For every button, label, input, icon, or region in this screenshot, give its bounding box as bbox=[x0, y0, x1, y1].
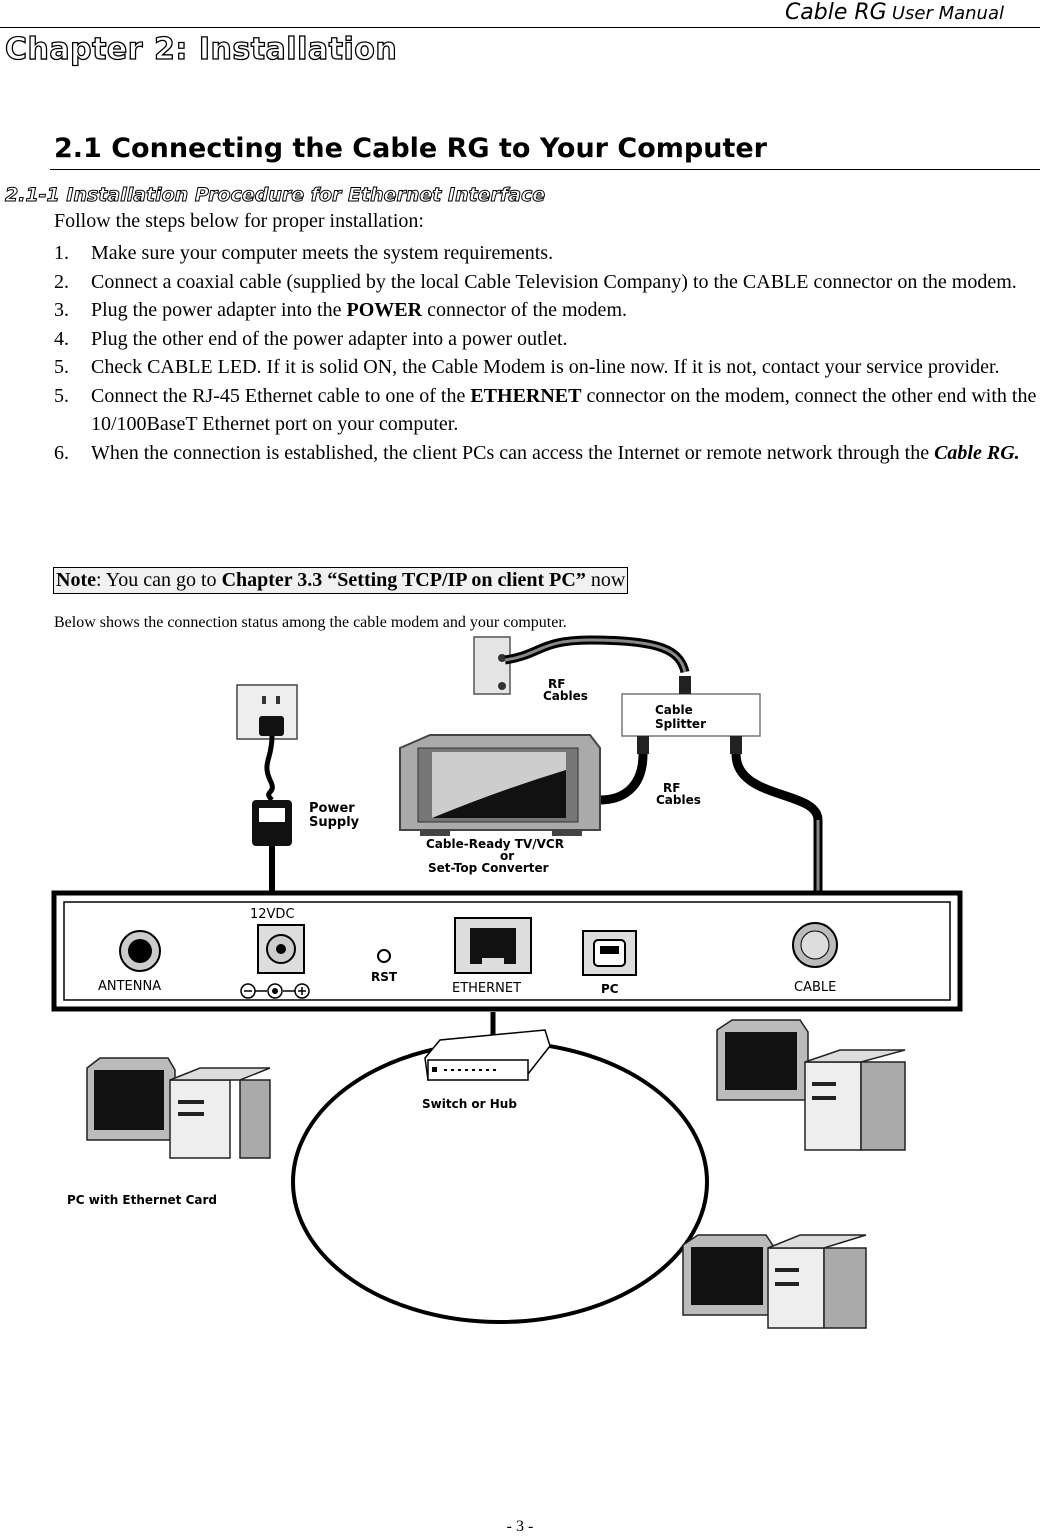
pc-with-ethernet-label: PC with Ethernet Card bbox=[67, 1193, 217, 1207]
switch-label: Switch or Hub bbox=[422, 1097, 517, 1111]
step-item: 4. Plug the other end of the power adapte… bbox=[54, 325, 1040, 354]
rf-cables-bottom-label: Cables bbox=[656, 793, 701, 807]
section-title: 2.1 Connecting the Cable RG to Your Comp… bbox=[54, 133, 767, 164]
step-number: 6. bbox=[54, 441, 69, 464]
pc-icon bbox=[716, 1019, 906, 1151]
step-number: 5. bbox=[54, 356, 69, 378]
power-outlet bbox=[236, 684, 298, 740]
pc-usb-port bbox=[582, 930, 637, 976]
note-text: : You can go to bbox=[95, 569, 222, 591]
rf-cable-modem bbox=[731, 753, 823, 893]
switch-hub bbox=[424, 1029, 551, 1081]
tv-label: or bbox=[500, 849, 514, 863]
cable-splitter: Cable Splitter bbox=[621, 676, 761, 754]
step-number: 1. bbox=[54, 242, 69, 264]
step-text: Check CABLE LED. If it is solid ON, the … bbox=[91, 356, 1000, 378]
note-box: Note: You can go to Chapter 3.3 “Setting… bbox=[53, 567, 629, 594]
rf-cables-top-label: RF bbox=[548, 677, 565, 691]
step-emphasis: POWER bbox=[346, 299, 423, 321]
chapter-title: Chapter 2: Installation bbox=[4, 31, 398, 67]
step-number: 2. bbox=[54, 270, 69, 293]
step-number: 3. bbox=[54, 299, 69, 321]
pc-icon bbox=[682, 1234, 867, 1329]
step-item: 5. Connect the RJ-45 Ethernet cable to on… bbox=[54, 382, 1040, 439]
step-emphasis: ETHERNET bbox=[470, 384, 582, 407]
note-suffix: now bbox=[585, 569, 626, 591]
cable-port-label: CABLE bbox=[794, 980, 836, 995]
step-text: connector on the modem, connect the othe… bbox=[91, 384, 1037, 436]
tv-label: Cable-Ready TV/VCR bbox=[426, 837, 564, 851]
step-text: Make sure your computer meets the system… bbox=[91, 242, 554, 264]
cable-splitter-label: Cable bbox=[655, 703, 693, 717]
pc-port-label: PC bbox=[601, 982, 619, 996]
steps-list: 1. Make sure your computer meets the syst… bbox=[54, 239, 1040, 467]
page-number: - 3 - bbox=[506, 1518, 534, 1535]
polarity-icon bbox=[240, 983, 310, 999]
step-number: 4. bbox=[54, 327, 69, 350]
antenna-label: ANTENNA bbox=[98, 979, 161, 994]
network-ring bbox=[291, 1040, 709, 1324]
step-text: When the connection is established, the … bbox=[91, 441, 935, 464]
power-supply-label: Supply bbox=[309, 815, 360, 830]
cable-splitter-label: Splitter bbox=[655, 717, 706, 731]
intro-text: Follow the steps below for proper instal… bbox=[54, 210, 424, 232]
rf-cable-top bbox=[504, 635, 690, 674]
step-item: 5. Check CABLE LED. If it is solid ON, th… bbox=[54, 353, 1040, 382]
power-port bbox=[257, 924, 305, 974]
wall-rf-outlet bbox=[473, 636, 511, 695]
power-supply-label: Power bbox=[309, 801, 355, 816]
ethernet-label: ETHERNET bbox=[452, 981, 521, 996]
page-header: Cable RG User Manual bbox=[0, 0, 1040, 28]
note-chapter-reference: Chapter 3.3 “Setting TCP/IP on client PC… bbox=[221, 569, 586, 591]
rst-label: RST bbox=[371, 970, 398, 984]
step-item: 3.Plug the power adapter into the POWER … bbox=[54, 296, 1040, 325]
power-adapter bbox=[252, 800, 292, 846]
step-text: Connect a coaxial cable (supplied by the… bbox=[91, 270, 1017, 293]
diagram-caption: Below shows the connection status among … bbox=[54, 614, 567, 631]
section-divider bbox=[50, 169, 1040, 170]
antenna-port bbox=[119, 930, 161, 972]
pc-icon bbox=[86, 1057, 271, 1159]
rf-cables-top-label: Cables bbox=[543, 689, 588, 703]
step-text: Plug the other end of the power adapter … bbox=[91, 327, 568, 350]
ethernet-port bbox=[454, 917, 532, 974]
tv-set bbox=[399, 734, 601, 836]
subsection-title: 2.1-1 Installation Procedure for Etherne… bbox=[4, 184, 546, 207]
header-subtitle: User Manual bbox=[891, 3, 1004, 24]
power-cord-top bbox=[264, 735, 275, 802]
rf-cables-bottom-label: RF bbox=[663, 781, 680, 795]
cable-port bbox=[792, 922, 838, 968]
reset-button-icon bbox=[377, 949, 391, 963]
step-item: 1. Make sure your computer meets the syst… bbox=[54, 239, 1040, 268]
step-text: Plug the power adapter into the bbox=[91, 299, 347, 321]
note-label: Note bbox=[56, 569, 96, 591]
step-number: 5. bbox=[54, 384, 69, 407]
header-text: Cable RG User Manual bbox=[785, 0, 1004, 25]
step-item: 6. When the connection is established, th… bbox=[54, 439, 1040, 468]
rf-cable-tv bbox=[599, 753, 648, 805]
tv-label: Set-Top Converter bbox=[428, 861, 549, 875]
step-text: Connect the RJ-45 Ethernet cable to one … bbox=[91, 384, 471, 407]
step-text: connector of the modem. bbox=[422, 299, 627, 321]
step-emphasis: Cable RG. bbox=[934, 441, 1020, 464]
voltage-label: 12VDC bbox=[250, 907, 295, 922]
step-item: 2. Connect a coaxial cable (supplied by t… bbox=[54, 268, 1040, 297]
header-title: Cable RG bbox=[784, 0, 887, 25]
